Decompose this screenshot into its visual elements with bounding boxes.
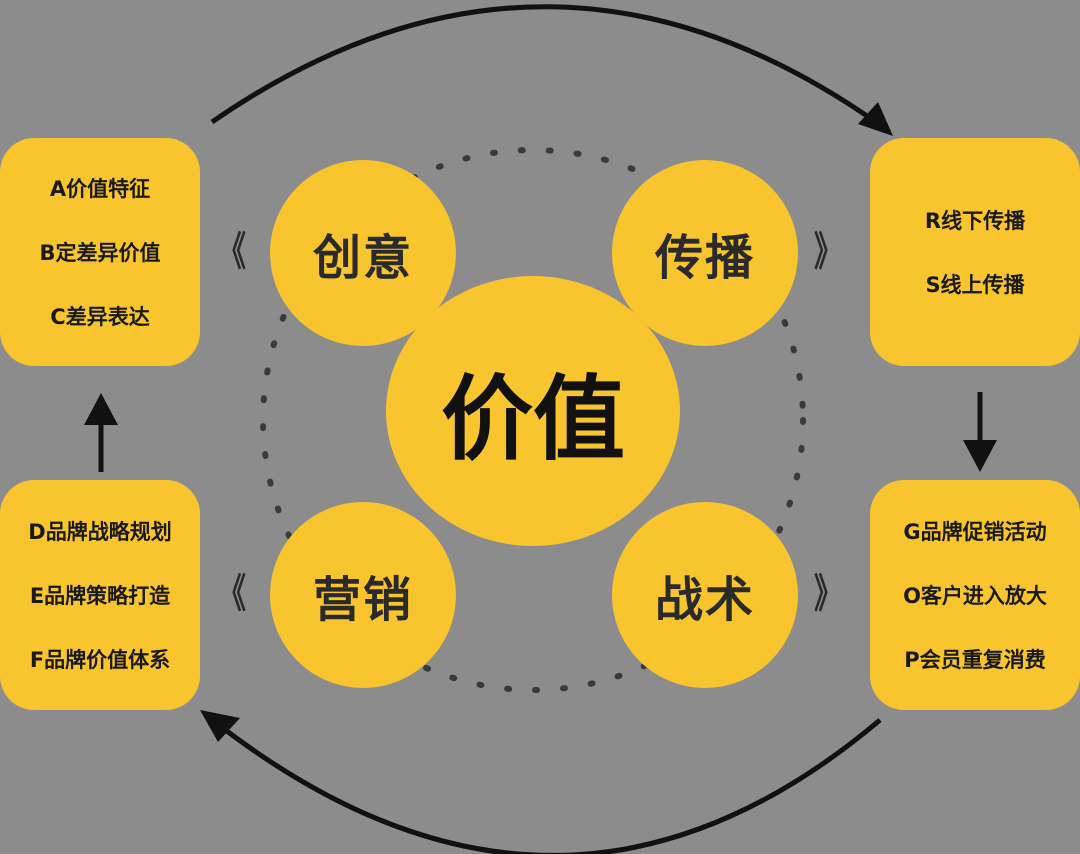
box-bottom-right: G品牌促销活动 O客户进入放大 P会员重复消费 (870, 480, 1080, 710)
chevron-right-top: 》 (814, 229, 842, 275)
chevron-left-bottom: 《 (218, 571, 246, 617)
top-cycle-arrow (210, 4, 882, 128)
bottom-cycle-arrow (213, 718, 882, 854)
box-line: F品牌价值体系 (29, 648, 171, 672)
circle-creativity: 创意 (270, 160, 456, 346)
box-top-left: A价值特征 B定差异价值 C差异表达 (0, 138, 200, 366)
circle-label: 传播 (654, 230, 755, 286)
circle-label: 战术 (654, 572, 755, 628)
circle-label: 创意 (312, 230, 413, 286)
box-line: A价值特征 (49, 177, 151, 201)
center-label: 价值 (440, 365, 625, 473)
box-bottom-left: D品牌战略规划 E品牌策略打造 F品牌价值体系 (0, 480, 200, 710)
box-line: E品牌策略打造 (29, 584, 171, 608)
box-line: R线下传播 (924, 209, 1026, 233)
chevron-left-top: 《 (218, 229, 246, 275)
bottom-arrowhead (200, 710, 240, 742)
center-value-circle: 价值 (386, 276, 680, 546)
box-line: O客户进入放大 (903, 584, 1047, 608)
box-top-right: R线下传播 S线上传播 (870, 138, 1080, 366)
chevron-right-bottom: 》 (814, 571, 842, 617)
box-line: C差异表达 (50, 305, 150, 329)
box-line: B定差异价值 (39, 241, 161, 265)
box-line: D品牌战略规划 (28, 520, 172, 544)
box-line: S线上传播 (925, 273, 1025, 297)
box-line: G品牌促销活动 (903, 520, 1047, 544)
circle-communication: 传播 (612, 160, 798, 346)
circle-label: 营销 (312, 572, 413, 628)
right-down-arrowhead (963, 440, 997, 472)
circle-tactics: 战术 (612, 502, 798, 688)
circle-marketing: 营销 (270, 502, 456, 688)
dotted-ring (260, 147, 806, 693)
top-arrowhead (858, 102, 893, 136)
left-up-arrowhead (84, 393, 118, 425)
box-line: P会员重复消费 (904, 648, 1046, 672)
